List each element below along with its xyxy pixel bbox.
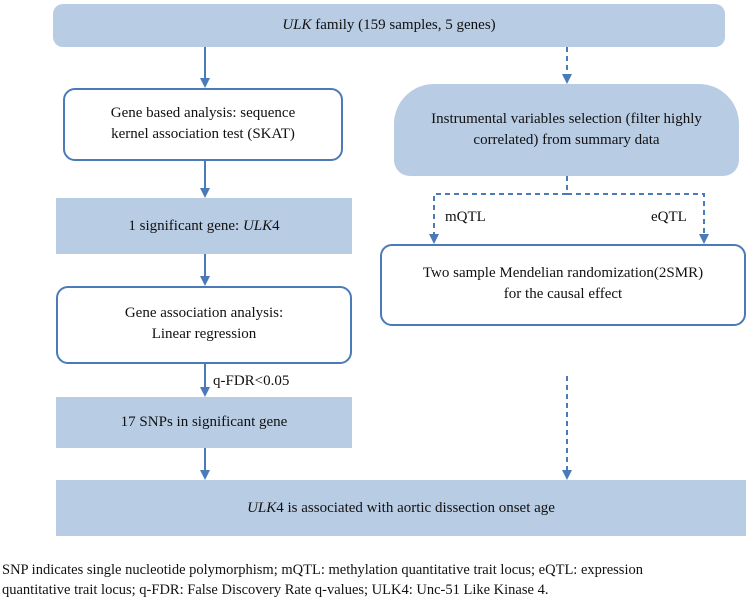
caption-line2: quantitative trait locus; q-FDR: False D… xyxy=(2,582,549,598)
node-assoc-line2: Linear regression xyxy=(151,326,257,342)
node-ulk-family: ULK family (159 samples, 5 genes) xyxy=(53,4,725,47)
node-skat-line1: Gene based analysis: sequence xyxy=(110,105,296,121)
node-assoc-line1: Gene association analysis: xyxy=(124,305,284,321)
node-snps: 17 SNPs in significant gene xyxy=(56,397,352,448)
node-iv-line2: correlated) from summary data xyxy=(473,132,660,148)
node-result: ULK4 is associated with aortic dissectio… xyxy=(56,480,746,536)
node-significant-gene: 1 significant gene: ULK4 xyxy=(56,198,352,254)
arrow-iv-split xyxy=(429,176,568,244)
node-ulk-family-italic: ULK xyxy=(282,17,312,33)
node-2smr-line1: Two sample Mendelian randomization(2SMR) xyxy=(422,265,704,281)
node-result-text: 4 is associated with aortic dissection o… xyxy=(276,499,555,516)
node-sig-gene-prefix: 1 significant gene: xyxy=(128,217,243,234)
node-result-italic: ULK xyxy=(247,499,277,516)
node-iv-line1: Instrumental variables selection (filter… xyxy=(431,111,702,127)
caption-line1: SNP indicates single nucleotide polymorp… xyxy=(2,562,643,578)
node-skat-line2: kernel association test (SKAT) xyxy=(111,126,295,142)
node-sig-gene-italic: ULK xyxy=(242,217,273,234)
node-2smr-line2: for the causal effect xyxy=(503,286,623,302)
node-skat: Gene based analysis: sequence kernel ass… xyxy=(63,88,343,161)
node-snps-text: 17 SNPs in significant gene xyxy=(120,414,288,430)
node-ulk-family-text: family (159 samples, 5 genes) xyxy=(311,17,496,33)
node-iv-selection: Instrumental variables selection (filter… xyxy=(394,84,739,176)
label-mqtl: mQTL xyxy=(445,209,486,225)
node-2smr: Two sample Mendelian randomization(2SMR)… xyxy=(380,244,746,326)
label-eqtl: eQTL xyxy=(651,209,687,225)
node-gene-association: Gene association analysis: Linear regres… xyxy=(56,286,352,364)
label-q-fdr: q-FDR<0.05 xyxy=(213,373,290,389)
figure-caption: SNP indicates single nucleotide polymorp… xyxy=(2,560,754,600)
arrow-iv-split-right xyxy=(567,193,709,244)
node-sig-gene-suffix: 4 xyxy=(272,217,280,234)
